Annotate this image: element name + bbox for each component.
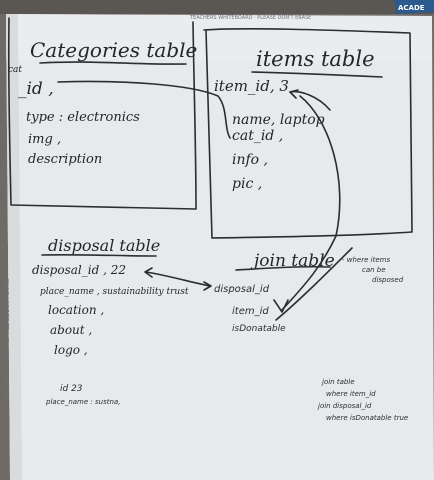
categories-field-id: _id , — [18, 79, 54, 99]
categories-title-underline — [39, 61, 187, 65]
join-field-item-id: item_id — [232, 306, 269, 317]
items-field-name: name, laptop — [232, 112, 325, 128]
categories-title: Categories table — [30, 38, 197, 62]
items-title-underline — [251, 71, 383, 78]
join-note-3: disposed — [372, 276, 404, 284]
corner-sign — [394, 0, 434, 14]
categories-field-type: type : electronics — [26, 110, 140, 125]
categories-box — [7, 17, 197, 210]
join-field-disposal-id: disposal_id — [214, 284, 270, 295]
corner-sign-text: ACADE — [398, 4, 425, 12]
categories-field-img: img , — [28, 132, 61, 147]
disposal-field-id: disposal_id , 22 — [32, 263, 126, 277]
board-side-label: TEACHERS WHITEBOARD · PLEASE DON'T ERASE — [5, 279, 11, 401]
disposal-field-logo: logo , — [54, 343, 88, 357]
join-note-1: - where items — [342, 256, 390, 264]
disposal-field-about: about , — [50, 323, 92, 337]
items-title: items table — [256, 47, 375, 71]
disposal-example-id: id 23 — [60, 384, 83, 394]
items-field-cat-id: cat_id , — [232, 128, 283, 144]
top-frame — [0, 0, 434, 14]
link-category-to-item — [57, 80, 231, 139]
join-note-2: can be — [362, 266, 386, 274]
disposal-example-place: place_name : sustna, — [45, 398, 120, 406]
board-top-label: TEACHERS WHITEBOARD · PLEASE DON'T ERASE — [189, 15, 311, 21]
link-disposal-to-join — [145, 271, 211, 287]
query-note-2: where item_id — [326, 390, 376, 398]
categories-field-description: description — [28, 152, 102, 167]
items-field-pic: pic , — [232, 176, 262, 192]
disposal-title-underline — [41, 253, 157, 257]
categories-prefix: cat — [8, 65, 22, 75]
items-field-item-id: item_id, 3 — [214, 77, 289, 95]
board-surface — [6, 14, 434, 480]
items-field-info: info , — [232, 152, 268, 168]
items-box — [203, 27, 413, 239]
join-field-is-donatable: isDonatable — [232, 324, 286, 334]
disposal-field-location: location , — [48, 303, 104, 317]
query-note-4: where isDonatable true — [326, 414, 408, 422]
join-title: join table — [250, 251, 335, 271]
join-title-underline — [235, 265, 331, 271]
disposal-field-place-name: place_name , sustainability trust — [40, 287, 189, 297]
query-note-1: join table — [321, 378, 355, 386]
query-note-3: join disposal_id — [317, 402, 372, 410]
link-item-to-join — [281, 95, 341, 311]
disposal-title: disposal table — [48, 236, 160, 255]
